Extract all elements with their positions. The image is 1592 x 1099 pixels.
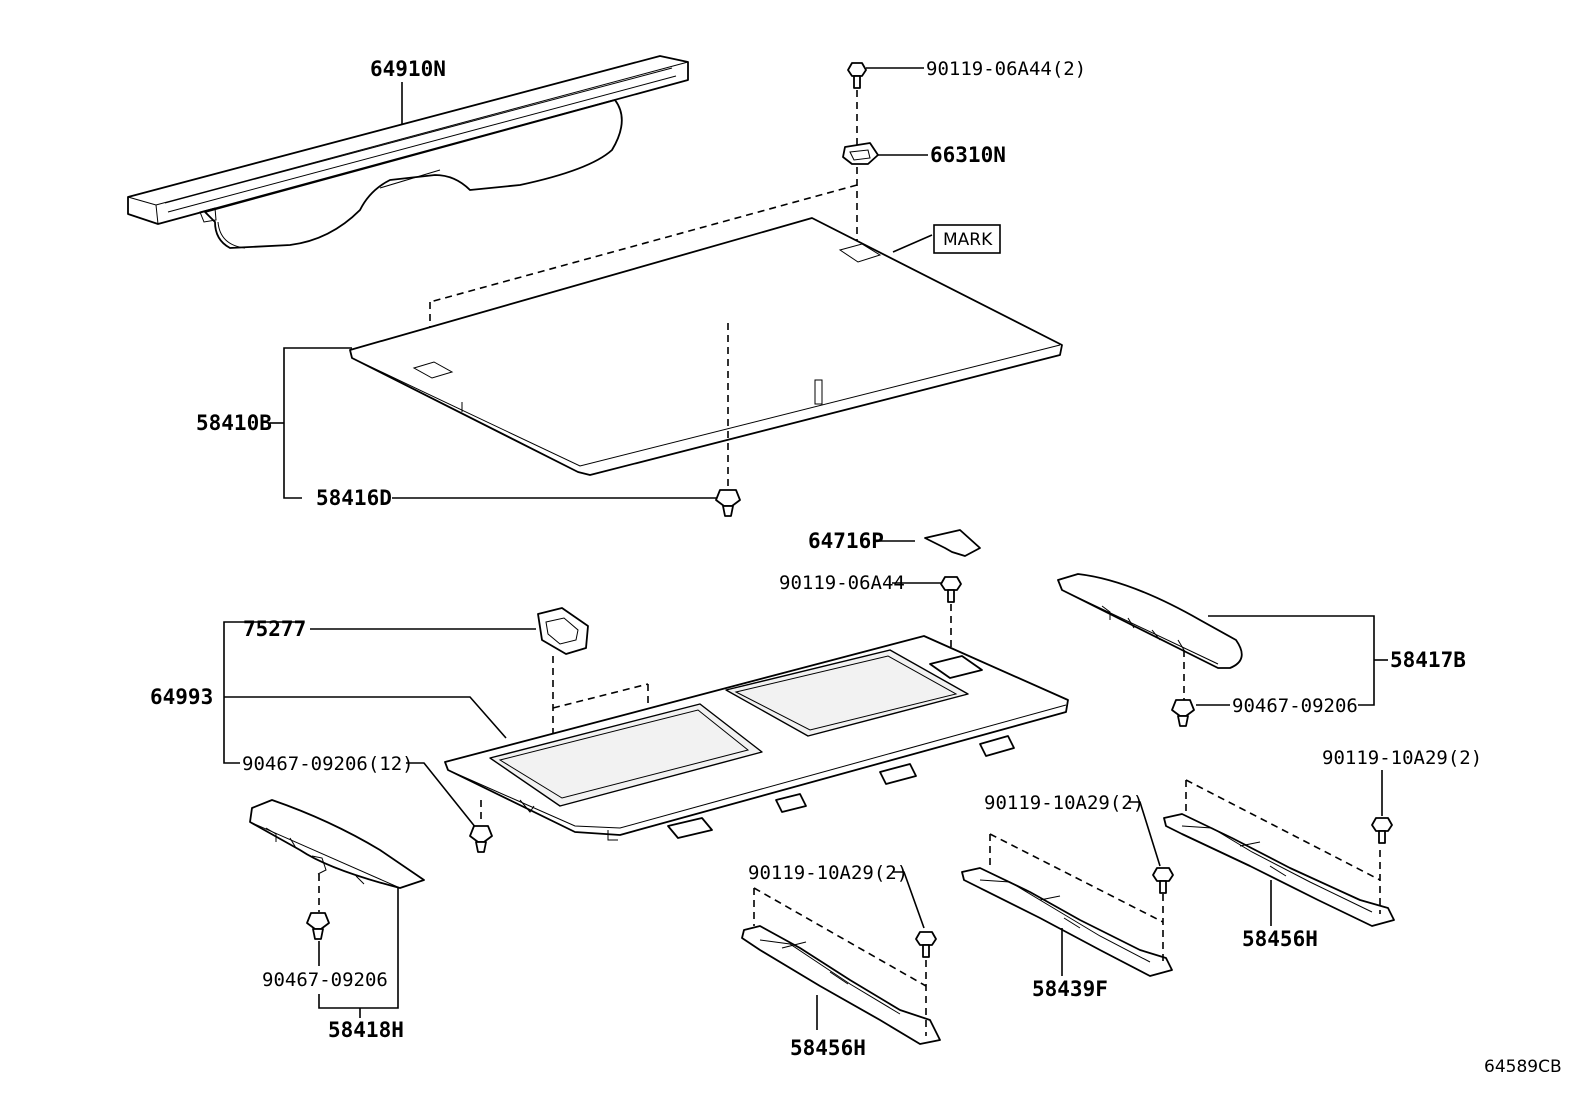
tonneau-cover-64910N: [127, 55, 689, 249]
trim-58417B: [1057, 573, 1243, 669]
label-90467-09206-right: 90467-09206: [1232, 695, 1358, 717]
label-58418H: 58418H: [328, 1018, 404, 1042]
label-90119-10A29-2-mid: 90119-10A29(2): [984, 792, 1144, 814]
part-75277-icon: [537, 607, 589, 655]
bolt-right-icon: [1371, 817, 1393, 844]
mark-box: [933, 224, 1001, 254]
label-90119-10A29-2-right: 90119-10A29(2): [1322, 747, 1482, 769]
deck-board-58410B: [349, 217, 1063, 476]
clip-90467-right-icon: [1171, 699, 1195, 727]
bracket-58439F: [961, 867, 1173, 977]
label-90467-09206-left: 90467-09206: [262, 969, 388, 991]
trim-58418H: [249, 799, 425, 889]
bracket-58456H-right: [1163, 813, 1395, 927]
clip-58416D-icon: [715, 489, 741, 517]
bolt-top-icon: [847, 62, 867, 89]
label-58416D: 58416D: [316, 486, 392, 510]
label-66310N: 66310N: [930, 143, 1006, 167]
label-75277: 75277: [243, 617, 306, 641]
bolt-mid-icon: [940, 576, 962, 603]
label-90119-06A44-2-top: 90119-06A44(2): [926, 58, 1086, 80]
clip-66310N-icon: [842, 142, 879, 165]
label-58456H-left: 58456H: [790, 1036, 866, 1060]
label-58439F: 58439F: [1032, 977, 1108, 1001]
bracket-58456H-left: [741, 925, 941, 1045]
cap-64716P-icon: [924, 529, 981, 557]
label-58410B: 58410B: [196, 411, 272, 435]
label-58417B: 58417B: [1390, 648, 1466, 672]
bolt-mid2-icon: [1152, 867, 1174, 894]
label-58456H-right: 58456H: [1242, 927, 1318, 951]
clip-90467-12-icon: [469, 825, 493, 853]
label-90119-10A29-2-left: 90119-10A29(2): [748, 862, 908, 884]
label-64910N: 64910N: [370, 57, 446, 81]
bolt-left-icon: [915, 931, 937, 958]
clip-90467-left-icon: [306, 912, 330, 940]
label-64716P: 64716P: [808, 529, 884, 553]
label-mark: MARK: [943, 230, 993, 250]
label-90119-06A44: 90119-06A44: [779, 572, 905, 594]
label-64993: 64993: [150, 685, 213, 709]
luggage-tray-64993: [444, 635, 1069, 841]
figure-code: 64589CB: [1484, 1057, 1562, 1077]
label-90467-09206-12: 90467-09206(12): [242, 753, 414, 775]
